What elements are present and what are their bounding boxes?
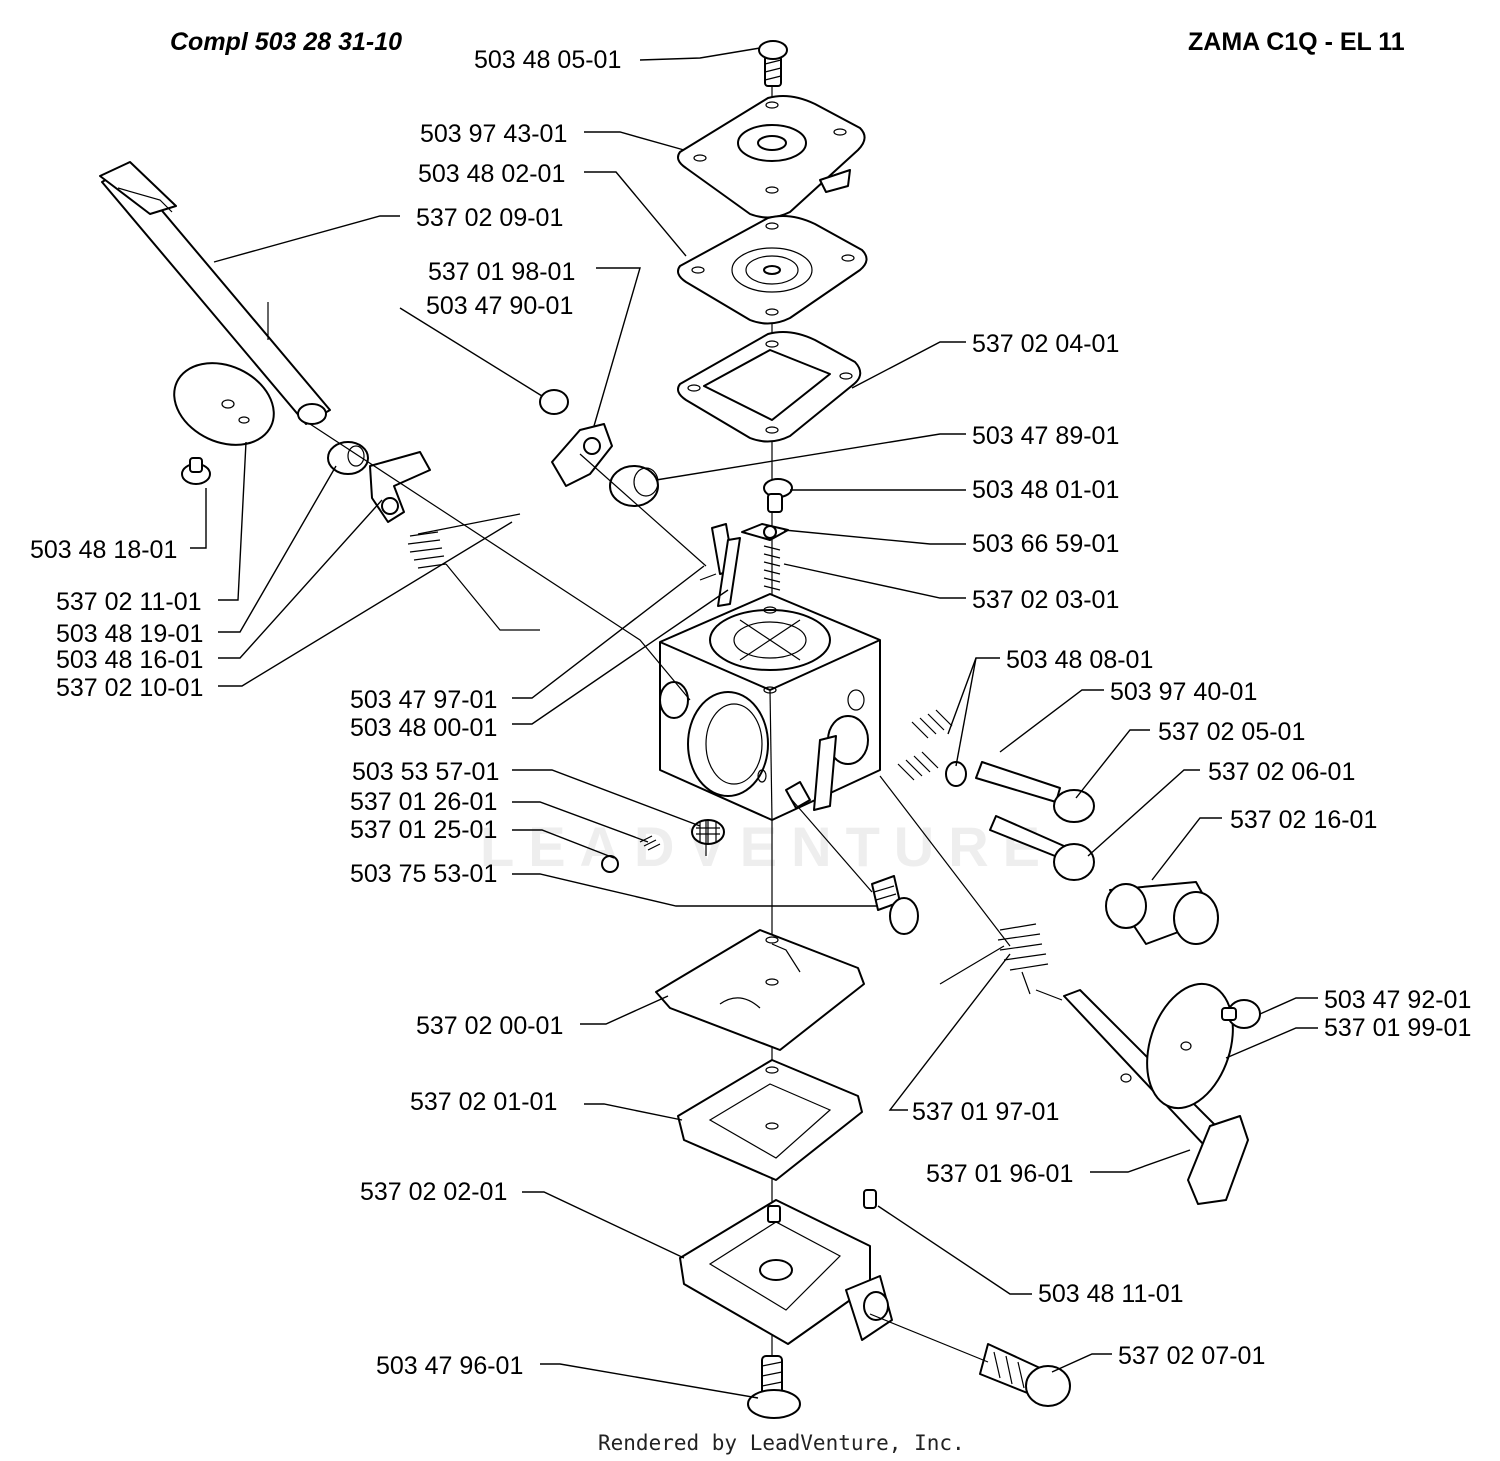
throttle-lever (369, 451, 431, 523)
top-screw (758, 40, 788, 87)
part-label: 503 48 05-01 (474, 46, 621, 74)
part-label: 537 02 02-01 (360, 1178, 507, 1206)
throttle-spring (407, 513, 540, 631)
part-label: 503 48 08-01 (1006, 646, 1153, 674)
carburetor-body (659, 593, 881, 821)
watermark: LEADVENTURE (480, 815, 1054, 878)
part-label: 503 48 00-01 (350, 714, 497, 742)
part-label: 503 48 02-01 (418, 160, 565, 188)
part-label: 537 02 05-01 (1158, 718, 1305, 746)
part-label: 537 02 00-01 (416, 1012, 563, 1040)
part-label: 537 01 26-01 (350, 788, 497, 816)
part-label: 537 02 10-01 (56, 674, 203, 702)
part-label: 537 02 16-01 (1230, 806, 1377, 834)
carburetor-model: ZAMA C1Q - EL 11 (1188, 28, 1405, 56)
throttle-plate (173, 362, 275, 446)
high-speed-needle (975, 761, 1095, 823)
throttle-shaft (99, 161, 331, 425)
part-label: 503 48 11-01 (1038, 1280, 1184, 1308)
part-label: 537 02 03-01 (972, 586, 1119, 614)
part-label: 503 47 96-01 (376, 1352, 523, 1380)
part-label: 537 02 01-01 (410, 1088, 557, 1116)
adjust-washer (945, 761, 967, 787)
part-label: 503 48 01-01 (972, 476, 1119, 504)
part-label: 503 75 53-01 (350, 860, 497, 888)
metering-cover (679, 1199, 893, 1345)
lever-pin (741, 523, 789, 541)
part-label: 537 01 97-01 (912, 1098, 1059, 1126)
part-label: 537 01 98-01 (428, 258, 575, 286)
throttle-bushing (327, 441, 369, 475)
part-label: 503 47 92-01 (1324, 986, 1471, 1014)
check-ball (601, 855, 619, 873)
metering-gasket (677, 1059, 863, 1181)
part-label: 537 02 07-01 (1118, 1342, 1265, 1370)
render-credit: Rendered by LeadVenture, Inc. (598, 1431, 965, 1455)
pump-cover (677, 95, 866, 219)
lever-spring (763, 545, 781, 591)
idle-screw (871, 875, 919, 935)
choke-detent-ball (539, 389, 569, 415)
part-label: 537 02 11-01 (56, 588, 202, 616)
part-label: 537 01 25-01 (350, 816, 497, 844)
pump-gasket (677, 331, 862, 443)
pump-diaphragm (677, 215, 868, 325)
part-label: 503 47 90-01 (426, 292, 573, 320)
throttle-plate-screw (181, 457, 211, 485)
adjust-springs (897, 709, 953, 781)
part-label: 503 48 18-01 (30, 536, 177, 564)
part-label: 537 02 04-01 (972, 330, 1119, 358)
part-label: 537 02 09-01 (416, 204, 563, 232)
part-label: 503 97 43-01 (420, 120, 567, 148)
fuel-screen (691, 819, 725, 845)
part-label: 537 02 06-01 (1208, 758, 1355, 786)
part-label: 503 47 97-01 (350, 686, 497, 714)
part-label: 537 01 96-01 (926, 1160, 1073, 1188)
limiter-cap (1105, 881, 1219, 945)
vent-pin (863, 1189, 877, 1209)
bottom-screw (747, 1355, 801, 1419)
check-spring (639, 835, 661, 851)
part-label: 503 66 59-01 (972, 530, 1119, 558)
choke-bushing (609, 465, 659, 507)
choke-plate (1146, 982, 1234, 1110)
lever-screw (763, 478, 793, 513)
metering-diaphragm (655, 929, 865, 1051)
leader-lines (190, 47, 1318, 1399)
part-label: 503 48 19-01 (56, 620, 203, 648)
part-label: 503 53 57-01 (352, 758, 499, 786)
part-label: 503 97 40-01 (1110, 678, 1257, 706)
part-label: 503 48 16-01 (56, 646, 203, 674)
part-label: 537 01 99-01 (1324, 1014, 1471, 1042)
low-speed-needle (989, 815, 1095, 881)
inlet-needle-pin (717, 537, 741, 607)
part-labels: 503 48 05-01 503 97 43-01 503 48 02-01 5… (30, 46, 1471, 1380)
assembly-number: Compl 503 28 31-10 (170, 28, 402, 56)
choke-spring (939, 923, 1049, 995)
cover-bolt (979, 1343, 1071, 1407)
part-label: 503 47 89-01 (972, 422, 1119, 450)
